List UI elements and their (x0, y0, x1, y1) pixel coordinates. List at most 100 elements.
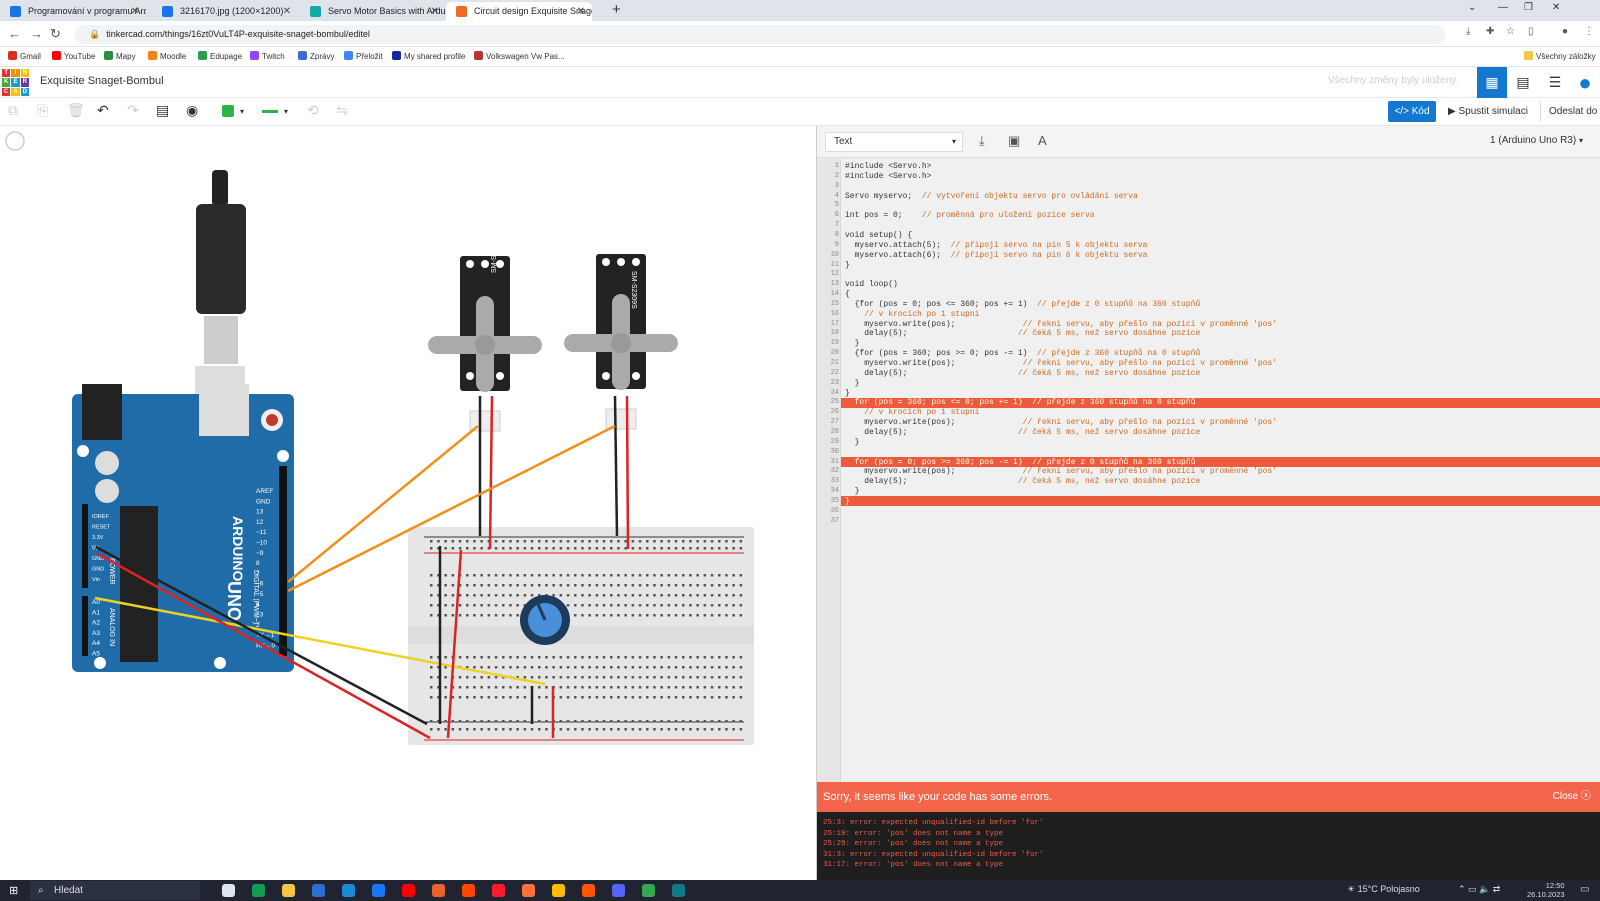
profile-avatar-icon[interactable]: ● (1562, 26, 1569, 37)
menu-icon[interactable]: ⋮ (1584, 26, 1594, 37)
reload-icon[interactable]: ↻ (50, 26, 61, 41)
mail-icon[interactable] (342, 884, 355, 897)
bookmark-item[interactable]: Gmail (8, 51, 41, 61)
code-line: for (pos = 360; pos <= 0; pos += 1) // p… (845, 398, 1196, 408)
circuit-canvas[interactable]: ARDUINO UNO POWER ANALOG IN DIGITAL (PWM… (0, 126, 816, 880)
breadboard[interactable] (408, 527, 754, 745)
url-field[interactable]: 🔒tinkercad.com/things/16zt0VuLT4P-exquis… (75, 25, 1445, 44)
discord-icon[interactable] (612, 884, 625, 897)
download-icon[interactable]: ⤓ (1466, 26, 1471, 37)
bookmark-item[interactable]: Mapy (104, 51, 136, 61)
bookmark-icon (198, 51, 207, 60)
star-icon[interactable]: ☆ (1506, 26, 1515, 37)
close-tab-icon[interactable]: ✕ (282, 6, 291, 17)
device-select[interactable]: 1 (Arduino Uno R3) ▾ (1490, 135, 1583, 146)
windows-start-icon[interactable]: ⊞ (9, 885, 19, 897)
url-text: tinkercad.com/things/16zt0VuLT4P-exquisi… (106, 29, 370, 39)
tab-search-icon[interactable]: ⌄ (1468, 2, 1477, 13)
bookmark-item[interactable]: Volkswagen Vw Pas... (474, 51, 565, 61)
chrome-canary-icon[interactable] (552, 884, 565, 897)
weather-widget[interactable]: ☀ 15°C Polojasno (1347, 884, 1420, 894)
redo-icon[interactable]: ↷ (127, 102, 139, 118)
soundcloud-icon[interactable] (582, 884, 595, 897)
browser-tab[interactable]: Circuit design Exquisite Snaget-✕ (446, 2, 592, 21)
arduino-model-text: UNO (224, 581, 244, 621)
youtube-icon[interactable] (402, 884, 415, 897)
extensions-icon[interactable]: ✚ (1486, 26, 1495, 37)
close-window-icon[interactable]: ✕ (1552, 2, 1561, 13)
arduino-ide-icon[interactable] (672, 884, 685, 897)
rotate-icon[interactable]: ⟲ (307, 102, 319, 118)
bookmark-item[interactable]: Moodle (148, 51, 186, 61)
component-list-button[interactable]: ☰ (1548, 74, 1562, 90)
flip-icon[interactable]: ⇋ (336, 102, 348, 118)
close-tab-icon[interactable]: ✕ (130, 6, 139, 17)
paste-icon[interactable]: ⎘ (37, 102, 49, 118)
back-icon[interactable]: ← (8, 26, 21, 41)
close-tab-icon[interactable]: ✕ (430, 6, 439, 17)
office-icon[interactable] (432, 884, 445, 897)
browser-tab[interactable]: 3216170.jpg (1200×1200)✕ (152, 2, 298, 21)
forward-icon[interactable]: → (30, 26, 43, 41)
sidebar-icon[interactable]: ▯ (1528, 26, 1534, 37)
close-tab-icon[interactable]: ✕ (576, 6, 585, 17)
close-error-button[interactable]: Close ⓧ (1552, 791, 1591, 802)
chevron-down-icon[interactable]: ▾ (284, 107, 289, 116)
edge-icon[interactable] (252, 884, 265, 897)
color-swatch[interactable] (222, 105, 234, 117)
code-line: void loop() (845, 280, 898, 290)
fit-view-icon[interactable] (5, 131, 25, 151)
copy-icon[interactable]: ⧉ (8, 102, 18, 118)
potentiometer[interactable] (520, 595, 570, 645)
notes-icon[interactable]: ▤ (156, 102, 170, 118)
restore-icon[interactable]: ❐ (1524, 2, 1533, 13)
minimize-icon[interactable]: — (1498, 2, 1508, 13)
libraries-icon[interactable]: ▣ (1008, 133, 1021, 148)
taskbar-search[interactable]: ⌕Hledat (30, 881, 200, 900)
code-mode-select[interactable]: Text▾ (825, 132, 963, 152)
code-button[interactable]: </> Kód (1388, 101, 1436, 122)
bookmark-item[interactable]: Twitch (250, 51, 285, 61)
download-code-icon[interactable]: ⤓ (979, 133, 985, 148)
start-simulation-button[interactable]: ▶ Spustit simulaci (1448, 106, 1528, 117)
chevron-down-icon[interactable]: ▾ (240, 107, 245, 116)
file-explorer-icon[interactable] (282, 884, 295, 897)
task-view-icon[interactable] (222, 884, 235, 897)
arduino-uno-board[interactable]: ARDUINO UNO POWER ANALOG IN DIGITAL (PWM… (72, 384, 294, 672)
notifications-icon[interactable]: ▭ (1580, 884, 1590, 895)
firefox-icon[interactable] (522, 884, 535, 897)
undo-icon[interactable]: ↶ (97, 102, 109, 118)
bookmark-item[interactable]: My shared profile (392, 51, 465, 61)
browser-tab[interactable]: Servo Motor Basics with Arduin✕ (300, 2, 446, 21)
system-tray-icons[interactable]: ⌃ ▭ 🔈 ⇄ (1458, 884, 1501, 894)
search-icon: ⌕ (38, 885, 44, 896)
opera-icon[interactable] (492, 884, 505, 897)
reddit-icon[interactable] (462, 884, 475, 897)
servo-motor-1[interactable]: SM-S2309S (428, 235, 542, 432)
chrome-icon[interactable] (642, 884, 655, 897)
visibility-icon[interactable]: ◉ (186, 102, 199, 118)
browser-tab[interactable]: Programování v programu Ardu✕ (0, 2, 146, 21)
facebook-icon[interactable] (372, 884, 385, 897)
new-tab-button[interactable]: + (612, 1, 621, 18)
line-number: 1 (834, 162, 839, 170)
logo-letter: I (11, 69, 20, 78)
servo-motor-2[interactable]: SM-S2309S (564, 254, 678, 430)
bookmark-item[interactable]: Zprávy (298, 51, 334, 61)
user-avatar[interactable]: ● (1578, 70, 1592, 95)
bookmark-item[interactable]: Edupage (198, 51, 242, 61)
project-title[interactable]: Exquisite Snaget-Bombul (40, 75, 164, 87)
store-icon[interactable] (312, 884, 325, 897)
circuit-view-button[interactable]: ▦ (1477, 67, 1507, 98)
all-bookmarks[interactable]: Všechny záložky (1524, 51, 1596, 61)
bookmark-item[interactable]: Přeložit (344, 51, 383, 61)
wire-type-icon[interactable] (262, 110, 278, 113)
delete-icon[interactable]: 🗑 (67, 102, 85, 118)
bookmark-item[interactable]: YouTube (52, 51, 95, 61)
font-size-icon[interactable]: A (1038, 133, 1047, 148)
send-to-button[interactable]: Odeslat do (1540, 101, 1597, 122)
schematic-view-button[interactable]: ▤ (1516, 74, 1530, 90)
